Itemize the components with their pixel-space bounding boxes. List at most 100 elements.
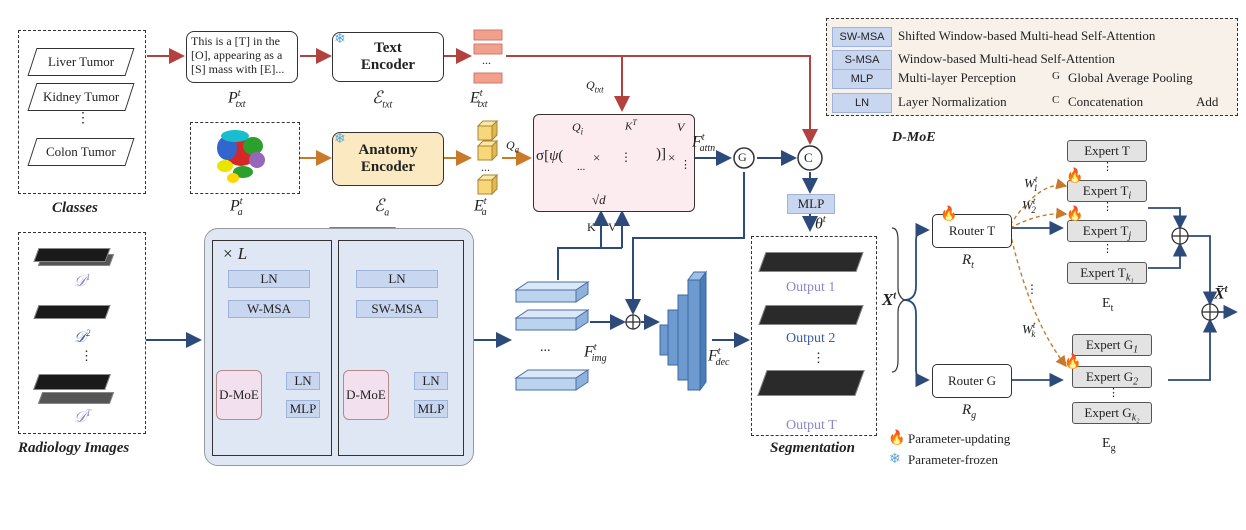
router-g: Router G bbox=[932, 364, 1012, 398]
feature-dots: ... bbox=[540, 340, 551, 355]
fire-icon: 🔥 bbox=[1066, 169, 1084, 184]
fire-icon: 🔥 bbox=[940, 207, 958, 222]
theta-label: θt bbox=[815, 214, 826, 233]
expert-g-k2: Expert Gk₂ bbox=[1072, 402, 1152, 424]
ln-layer: LN bbox=[414, 372, 448, 390]
swin-backbone bbox=[204, 228, 474, 466]
w-msa-block bbox=[212, 240, 332, 456]
expert-t-j: Expert Tj bbox=[1067, 220, 1147, 242]
fire-icon: 🔥 bbox=[1066, 207, 1084, 222]
images-dots: ⋮ bbox=[80, 348, 93, 363]
segmentation-output-image bbox=[758, 305, 864, 325]
r-g-label: Rg bbox=[962, 402, 977, 421]
decoder-blocks bbox=[659, 270, 707, 392]
sw-msa-layer: SW-MSA bbox=[356, 300, 438, 318]
q-dots: ... bbox=[577, 161, 586, 173]
f-img-label: Ftimg bbox=[584, 342, 607, 364]
concat-circle-label: C bbox=[804, 150, 813, 165]
snowflake-icon: ❄ bbox=[889, 452, 901, 467]
q-a-label: Qa bbox=[506, 138, 520, 155]
anatomy-mask-image bbox=[217, 130, 265, 183]
mlp-layer: MLP bbox=[286, 400, 320, 418]
output-1-label: Output 1 bbox=[786, 280, 836, 295]
class-item: Liver Tumor bbox=[27, 48, 135, 76]
fire-icon: 🔥 bbox=[888, 431, 906, 446]
radiology-caption: Radiology Images bbox=[18, 440, 130, 456]
sqrt-d: √d bbox=[592, 192, 606, 207]
e-g-label: Eg bbox=[1102, 436, 1116, 454]
prompt-text-label: Pttxt bbox=[228, 88, 246, 110]
classes-panel bbox=[18, 30, 146, 194]
segmentation-caption: Segmentation bbox=[770, 440, 856, 456]
legend-text-ln: Layer Normalization bbox=[898, 94, 1007, 109]
anatomy-encoder-symbol: ℰa bbox=[374, 196, 390, 219]
v-dots: ⋮ bbox=[680, 159, 691, 171]
f-dec-label: Ftdec bbox=[708, 346, 730, 368]
text-prompt: This is a [T] in the [O], appearing as a… bbox=[186, 31, 298, 83]
v-input-label: V bbox=[608, 220, 617, 234]
wk-label: Wtk bbox=[1022, 320, 1036, 339]
softmax-sigma: σ[ψ( bbox=[536, 148, 564, 164]
prompt-anatomy-label: Pta bbox=[230, 196, 243, 218]
f-attn-label: Ftattn bbox=[692, 132, 716, 154]
legend-box bbox=[826, 18, 1238, 116]
q-i-label: Qi bbox=[572, 120, 584, 137]
w1-label: Wt1 bbox=[1024, 174, 1038, 193]
expert-g-1: Expert G1 bbox=[1072, 334, 1152, 356]
expert-dots: ⋮ bbox=[1102, 243, 1113, 255]
output-t-label: Output T bbox=[786, 418, 837, 433]
legend-text-sw-msa: Shifted Window-based Multi-head Self-Att… bbox=[898, 28, 1156, 43]
k-input-label: K bbox=[587, 220, 596, 234]
expert-dots: ⋮ bbox=[1102, 161, 1113, 173]
k-transpose-label: KT bbox=[625, 118, 637, 133]
times-symbol: × bbox=[593, 150, 601, 165]
anatomy-prompt-panel bbox=[190, 122, 300, 194]
e-txt-dots: ... bbox=[482, 53, 491, 67]
dataset-1-label: 𝒟1 bbox=[74, 272, 91, 290]
ln-layer: LN bbox=[228, 270, 310, 288]
expert-dots: ⋮ bbox=[1102, 201, 1113, 213]
e-a-dots: ... bbox=[481, 160, 490, 174]
e-t-label: Et bbox=[1102, 296, 1114, 314]
d-moe-layer: D-MoE bbox=[216, 370, 262, 420]
w2-label: Wt2 bbox=[1022, 196, 1036, 215]
snowflake-icon: ❄ bbox=[334, 32, 346, 47]
snowflake-icon: ❄ bbox=[334, 132, 346, 147]
dataset-2-label: 𝒟2 bbox=[74, 328, 91, 346]
mlp-layer: MLP bbox=[414, 400, 448, 418]
expert-t: Expert T bbox=[1067, 140, 1147, 162]
ct-scan-stack bbox=[37, 392, 115, 404]
sw-msa-block bbox=[338, 240, 464, 456]
expert-dots: ⋮ bbox=[1108, 387, 1119, 399]
ct-scan bbox=[33, 374, 111, 390]
expert-t-i: Expert Ti bbox=[1067, 180, 1147, 202]
x-bar-label: X̄t bbox=[1214, 284, 1228, 303]
d-moe-layer: D-MoE bbox=[343, 370, 389, 420]
v-label: V bbox=[677, 120, 685, 134]
cross-attention-block bbox=[533, 114, 695, 212]
ln-layer: LN bbox=[356, 270, 438, 288]
router-t: Router T bbox=[932, 214, 1012, 248]
legend-key-sw-msa: SW-MSA bbox=[832, 27, 892, 47]
segmentation-output-image bbox=[757, 370, 865, 396]
legend-text-s-msa: Window-based Multi-head Self-Attention bbox=[898, 51, 1115, 66]
times-symbol-2: × bbox=[668, 150, 676, 165]
legend-c-symbol: C bbox=[1052, 94, 1060, 106]
radiology-images-panel bbox=[18, 232, 146, 434]
legend-c-text: Concatenation bbox=[1068, 94, 1144, 109]
class-dots: ⋮ bbox=[76, 111, 90, 126]
times-l-label: × L bbox=[222, 244, 248, 263]
ln-layer: LN bbox=[286, 372, 320, 390]
outputs-dots: ⋮ bbox=[812, 350, 825, 365]
legend-g-symbol: G bbox=[1052, 70, 1060, 82]
classes-caption: Classes bbox=[52, 200, 98, 216]
anatomy-encoder: Anatomy Encoder bbox=[332, 132, 444, 186]
segmentation-panel bbox=[751, 236, 877, 436]
text-encoder-symbol: ℰtxt bbox=[372, 88, 393, 111]
x-t-label: Xt bbox=[882, 290, 897, 309]
e-a-label: Eta bbox=[474, 196, 487, 218]
dataset-t-label: 𝒟T bbox=[74, 408, 91, 426]
feature-slabs bbox=[514, 281, 590, 391]
k-dots: ⋮ bbox=[620, 150, 632, 164]
